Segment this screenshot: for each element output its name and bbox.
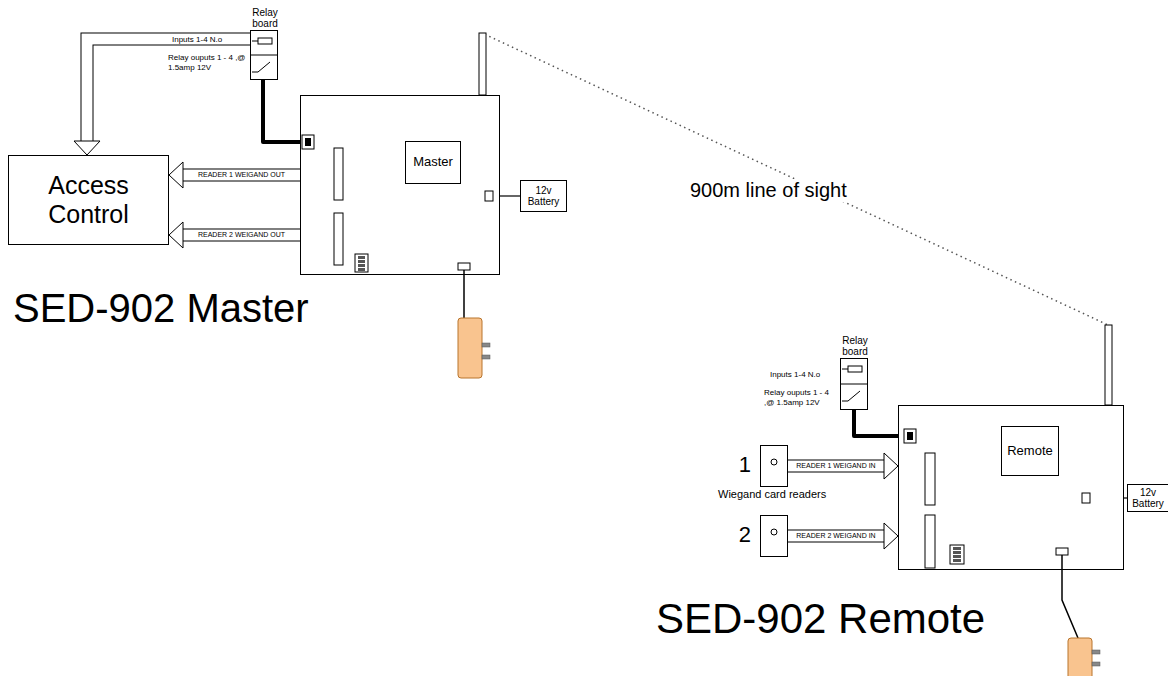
edge-label: READER 2 WEIGAND IN (796, 532, 875, 540)
relay-symbol (250, 38, 278, 72)
relay-board: Relay board (840, 358, 868, 410)
edge-label: READER 1 WEIGAND OUT (198, 171, 285, 179)
dip-switch (950, 545, 964, 564)
master-board: SED-902 MasterMaster (300, 95, 500, 275)
connector-line (500, 195, 520, 196)
battery-connector (1082, 493, 1090, 503)
node-text: Access Control (9, 171, 168, 229)
note-label: Relay ouputs 1 - 4 ,@ 1.5amp 12V (764, 388, 838, 408)
node-text: Master (413, 155, 453, 169)
battery-box: 12v Battery (1127, 484, 1168, 512)
relay-symbol (840, 366, 868, 401)
arrow-head (884, 523, 898, 549)
arrow-head (74, 141, 100, 155)
arrow-outline (87, 39, 250, 141)
note-label: Inputs 1-4 N.o (172, 35, 222, 44)
note-label: Wiegand card readers (718, 488, 826, 500)
wiegand-header (925, 453, 935, 505)
node-text: Remote (1007, 444, 1053, 458)
wiegand-header (334, 148, 343, 200)
arrow-fill (183, 170, 300, 181)
arrow-fill (788, 461, 884, 472)
edge-label: READER 1 WEIGAND IN (796, 462, 875, 470)
wire (263, 80, 300, 142)
node-text: Relay board (239, 7, 291, 29)
reader-lens (771, 459, 777, 465)
arrow-fill (87, 39, 250, 141)
reader-lens (771, 529, 777, 535)
arrow-head (884, 453, 898, 479)
power-plug (1062, 555, 1100, 676)
dip-switch (355, 254, 368, 272)
power-plug (458, 270, 490, 378)
wiegand-header (925, 515, 935, 568)
wire (854, 410, 898, 436)
power-connector (458, 263, 470, 270)
arrow-outline (788, 460, 884, 473)
relay-connector (904, 429, 916, 443)
arrow-head (169, 162, 183, 188)
card-reader: 2 (760, 515, 788, 557)
node-text: SED-902 Master (13, 286, 309, 330)
arrow-outline (183, 169, 300, 182)
node-text: 2 (739, 524, 751, 546)
relay-board: Relay board (250, 30, 278, 80)
signal-arrow (74, 39, 250, 155)
edge-label: READER 2 WEIGAND OUT (198, 231, 285, 239)
note-label: Inputs 1-4 N.o (770, 370, 820, 379)
remote-chip: Remote (1001, 426, 1059, 476)
wiegand-header (334, 213, 343, 265)
battery-box: 12v Battery (520, 180, 567, 212)
arrow-outline (183, 229, 300, 242)
card-reader: 1 (760, 445, 788, 487)
connector-line (482, 33, 1108, 405)
node-text: Relay board (829, 335, 881, 357)
node-text: 12v Battery (1128, 487, 1168, 509)
edge-label: 900m line of sight (690, 179, 847, 202)
signal-arrow (788, 523, 898, 549)
signal-arrow (169, 162, 300, 188)
arrow-outline (788, 530, 884, 543)
arrow-fill (183, 230, 300, 241)
radio-link (482, 33, 1108, 405)
relay-connector (302, 135, 314, 149)
master-chip: Master (405, 141, 461, 184)
node-text: 1 (739, 454, 751, 476)
access-control-box: Access Control (8, 155, 169, 245)
power-connector (1056, 548, 1068, 555)
antenna (1105, 325, 1112, 405)
node-text: 12v Battery (521, 185, 566, 207)
arrow-head (169, 222, 183, 248)
connector-line (263, 80, 300, 142)
antenna (479, 33, 486, 95)
arrow-fill (788, 531, 884, 542)
node-text: SED-902 Remote (656, 596, 985, 642)
connector-line (854, 410, 898, 436)
wire (500, 196, 520, 197)
signal-arrow (169, 222, 300, 248)
battery-connector (485, 191, 493, 201)
remote-board: SED-902 RemoteRemote (898, 405, 1124, 570)
note-label: Relay ouputs 1 - 4 ,@ 1.5amp 12V (168, 53, 246, 73)
signal-arrow (788, 453, 898, 479)
